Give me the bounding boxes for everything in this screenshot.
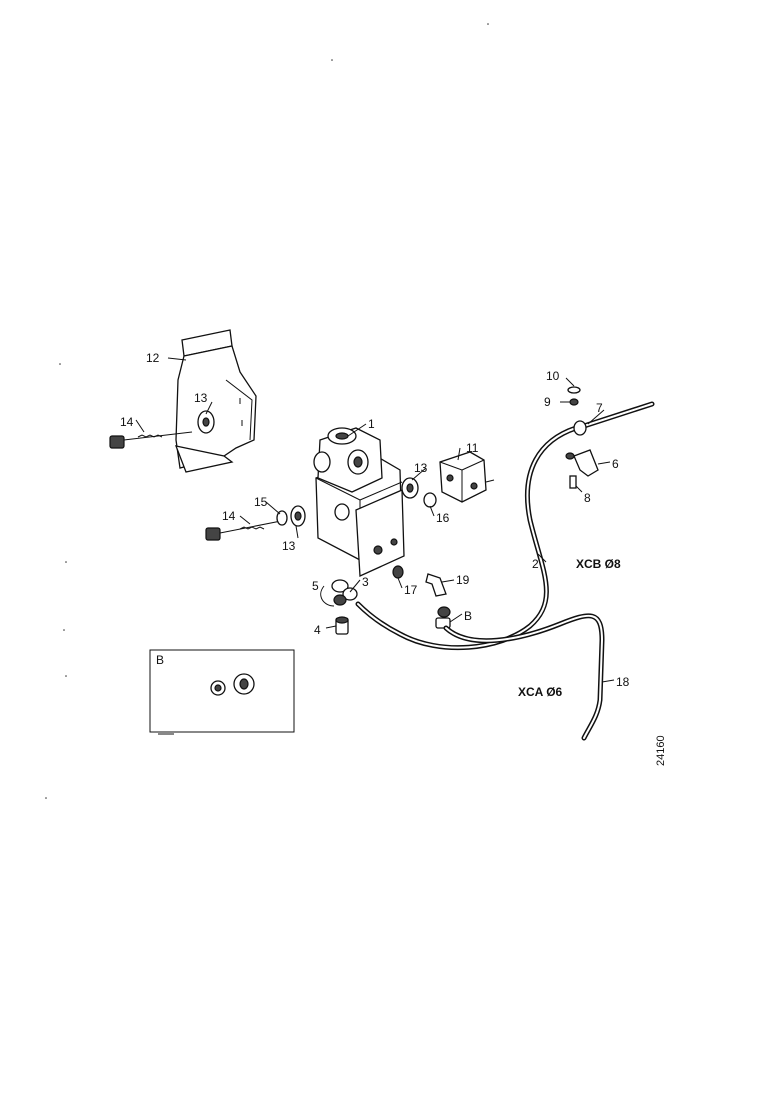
inset-label-b: B (156, 653, 164, 667)
cover-plate (439, 451, 495, 503)
plug-17 (392, 565, 404, 579)
valve-block (313, 427, 405, 577)
clip-assembly (565, 386, 599, 489)
washer-right (401, 477, 419, 499)
mounting-bracket (174, 329, 257, 473)
callout-13-right: 13 (414, 461, 428, 475)
hose-code-lower: XCA Ø6 (518, 685, 563, 699)
fitting-assembly (331, 579, 358, 635)
callout-4: 4 (314, 623, 321, 637)
callout-12: 12 (146, 351, 160, 365)
washer-15 (276, 510, 288, 526)
washer-upper (197, 410, 215, 434)
hose-code-upper: XCB Ø8 (576, 557, 621, 571)
washer-lower (290, 505, 306, 527)
callout-6: 6 (612, 457, 619, 471)
callout-13-lower: 13 (282, 539, 296, 553)
callout-15: 15 (254, 495, 268, 509)
callout-14-upper: 14 (120, 415, 134, 429)
callout-17: 17 (404, 583, 418, 597)
hose-xcb (355, 425, 579, 651)
callout-18: 18 (616, 675, 630, 689)
callout-3: 3 (362, 575, 369, 589)
callout-5: 5 (312, 579, 319, 593)
plug-16 (423, 492, 437, 508)
callout-8: 8 (584, 491, 591, 505)
leader-lines (135, 357, 615, 683)
callout-7: 7 (596, 401, 603, 415)
hose-xca (443, 613, 605, 741)
rigid-pipe (573, 401, 655, 436)
callout-16: 16 (436, 511, 450, 525)
callout-13-upper: 13 (194, 391, 208, 405)
callout-2: 2 (532, 557, 539, 571)
callout-11: 11 (466, 441, 479, 455)
drawing-number: 24160 (655, 735, 667, 766)
bolt-upper (109, 431, 193, 449)
callout-10: 10 (546, 369, 560, 383)
scan-specks (45, 23, 489, 799)
elbow-fitting (425, 573, 451, 629)
inset-detail-b: B (149, 649, 295, 735)
callout-19: 19 (456, 573, 470, 587)
callout-14-lower: 14 (222, 509, 236, 523)
callout-1: 1 (368, 417, 375, 431)
callout-B: B (464, 609, 472, 623)
callout-9: 9 (544, 395, 551, 409)
bolt-lower (205, 519, 287, 541)
